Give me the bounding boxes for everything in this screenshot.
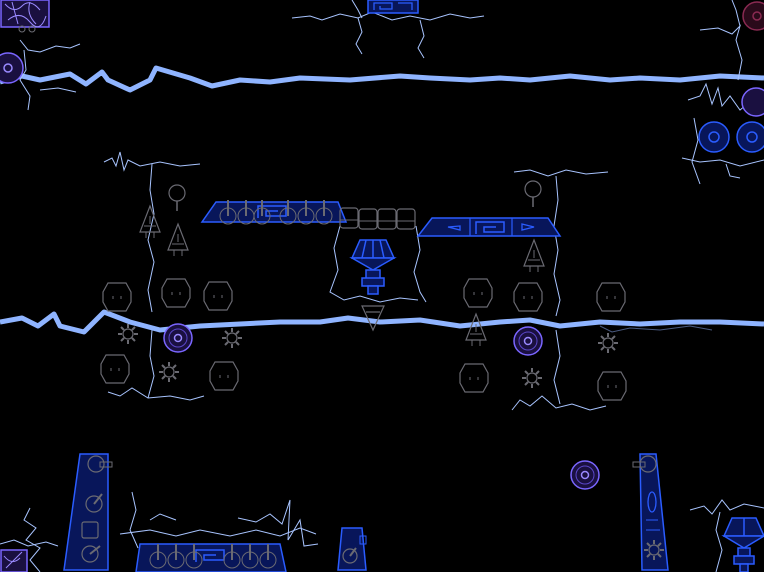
upper-ice-ledge: [0, 65, 764, 93]
top-blue-panel: [367, 0, 419, 14]
pod-row: [339, 207, 416, 230]
bottom-right-blue-turret: [721, 517, 764, 572]
left-crack-wall: [103, 151, 205, 401]
right-turret-tower: [632, 453, 669, 571]
center-grey-sentry: [361, 305, 385, 332]
center-blue-turret: [349, 239, 397, 295]
top-crack-ceiling: [291, 0, 485, 59]
gear-mine: [117, 323, 619, 389]
bottom-center-crack: [119, 491, 319, 549]
middle-ice-ledge: [0, 309, 764, 335]
right-node-a: [698, 121, 730, 153]
purple-disc: [163, 323, 600, 490]
right-node-purple: [741, 87, 764, 117]
right-arrow-platform: [416, 217, 562, 237]
center-crack-pit: [329, 225, 427, 303]
left-turret-tower: [63, 453, 113, 571]
bottom-spiked-platform: [135, 543, 287, 572]
top-left-eyes: [18, 25, 36, 33]
left-spiked-platform: [200, 199, 348, 225]
left-top-crack: [19, 39, 81, 111]
small-turret-tower: [337, 527, 367, 571]
right-crack-wall: [511, 169, 609, 411]
bottom-right-crack: [689, 499, 764, 572]
bottom-left-crystal-block: [0, 549, 28, 572]
knob-right: [524, 180, 542, 208]
top-left-crystal-block: [0, 0, 50, 28]
bottom-left-crack: [0, 507, 59, 572]
knob-left: [168, 184, 186, 212]
left-purple-disc: [0, 52, 24, 84]
right-node-b: [736, 121, 764, 153]
right-node-maroon: [742, 1, 764, 31]
